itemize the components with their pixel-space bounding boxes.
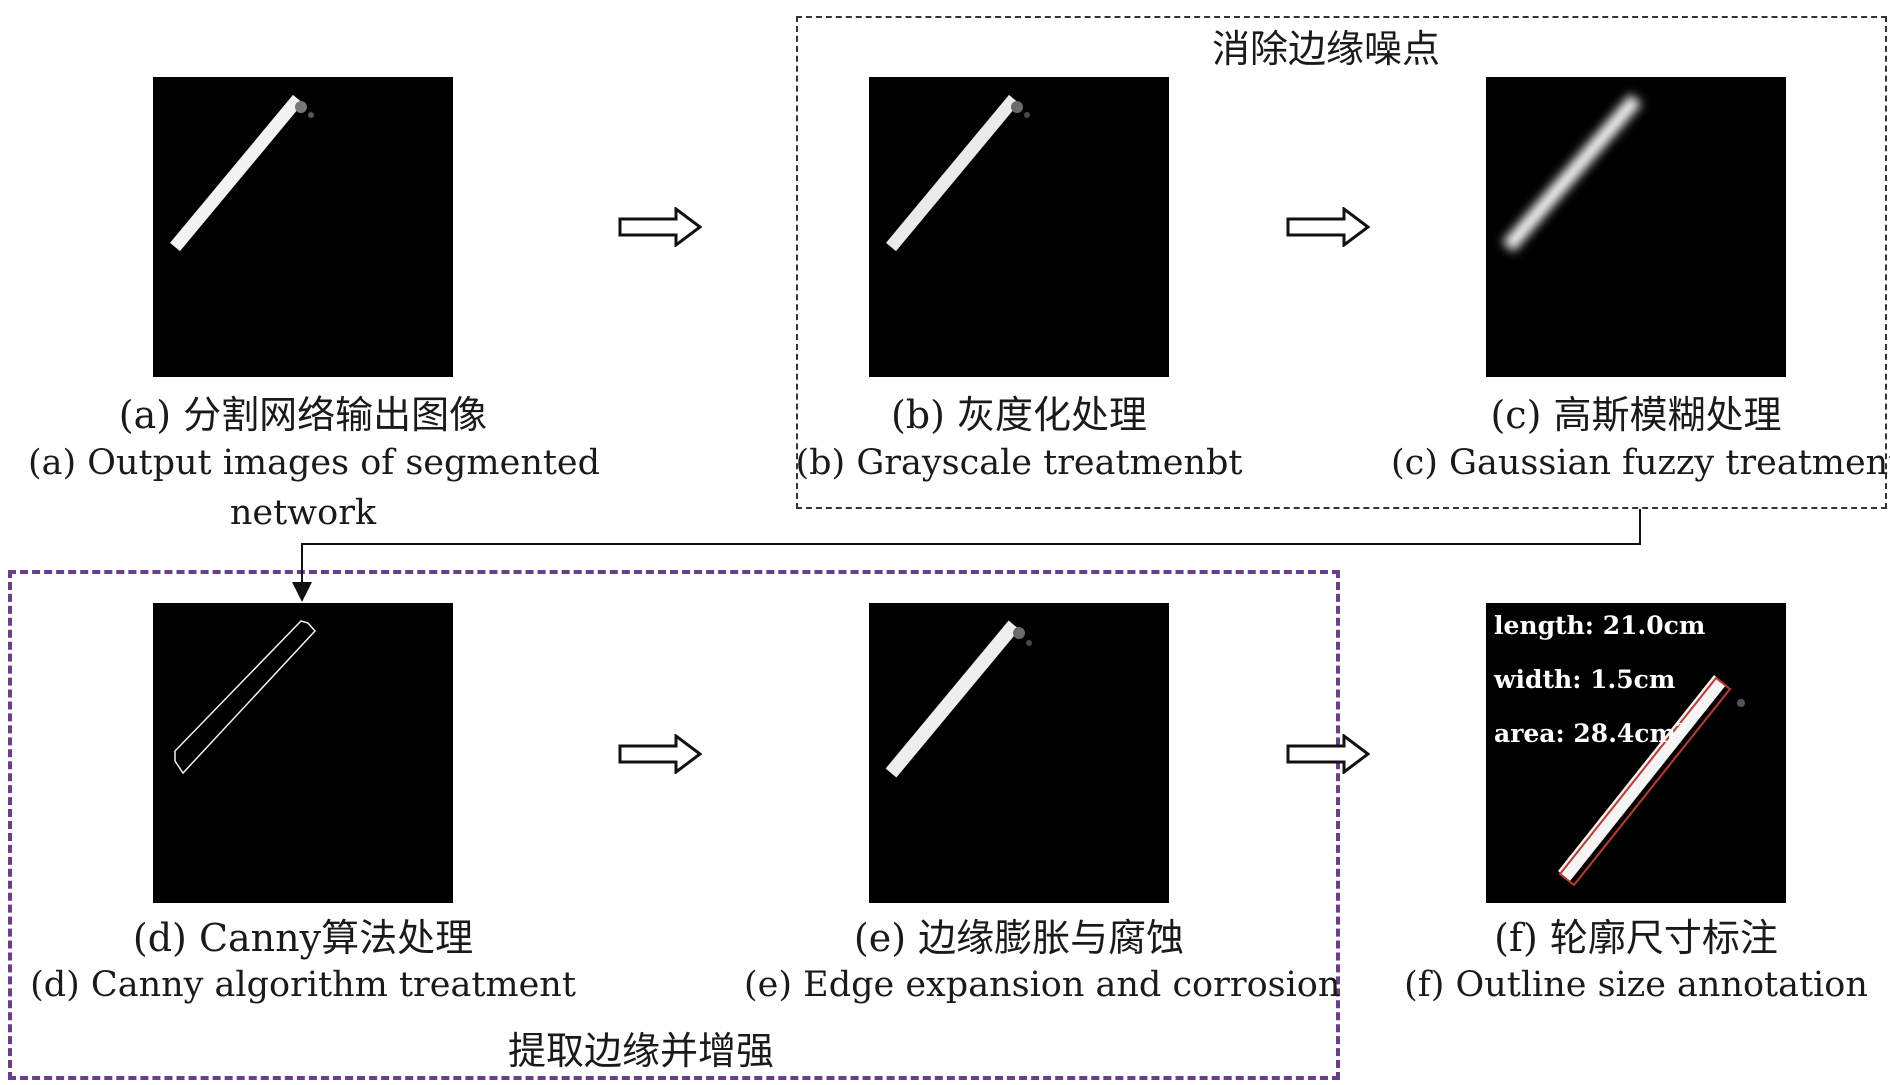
panel-c-caption-zh: (c) 高斯模糊处理 [1490, 393, 1782, 437]
panel-a-segmented-output [153, 77, 453, 377]
panel-d-caption-en: (d) Canny algorithm treatment [30, 965, 576, 1005]
arrow-d-to-e-icon [618, 734, 702, 774]
annotation-area: area: 28.4cm² [1494, 719, 1687, 748]
panel-a-caption-zh: (a) 分割网络输出图像 [118, 393, 488, 437]
panel-d-caption-zh: (d) Canny算法处理 [132, 916, 474, 960]
panel-b-caption-en: (b) Grayscale treatmenbt [795, 443, 1243, 483]
annotation-length: length: 21.0cm [1494, 611, 1706, 640]
panel-c-gaussian-blur [1486, 77, 1786, 377]
noise-removal-group-label: 消除边缘噪点 [1212, 27, 1441, 71]
panel-e-caption-zh: (e) 边缘膨胀与腐蚀 [853, 916, 1185, 960]
panel-f-annotated-outline: length: 21.0cm width: 1.5cm area: 28.4cm… [1486, 603, 1786, 903]
panel-a-caption-en-line2: network [229, 493, 377, 533]
panel-b-grayscale [869, 77, 1169, 377]
panel-d-canny-edges [153, 603, 453, 903]
edge-enhance-group-label: 提取边缘并增强 [508, 1029, 775, 1073]
panel-e-dilation-erosion [869, 603, 1169, 903]
arrow-e-to-f-icon [1286, 734, 1370, 774]
panel-a-caption-en-line1: (a) Output images of segmented [28, 443, 601, 483]
noise-removal-group-box [796, 16, 1887, 509]
arrow-a-to-b-icon [618, 207, 702, 247]
panel-f-caption-zh: (f) 轮廓尺寸标注 [1494, 916, 1778, 960]
annotation-width: width: 1.5cm [1494, 665, 1676, 694]
panel-e-caption-en: (e) Edge expansion and corrosion [744, 965, 1341, 1005]
panel-b-caption-zh: (b) 灰度化处理 [890, 393, 1148, 437]
arrow-b-to-c-icon [1286, 207, 1370, 247]
panel-c-caption-en: (c) Gaussian fuzzy treatment [1391, 443, 1890, 483]
panel-f-caption-en: (f) Outline size annotation [1404, 965, 1868, 1005]
